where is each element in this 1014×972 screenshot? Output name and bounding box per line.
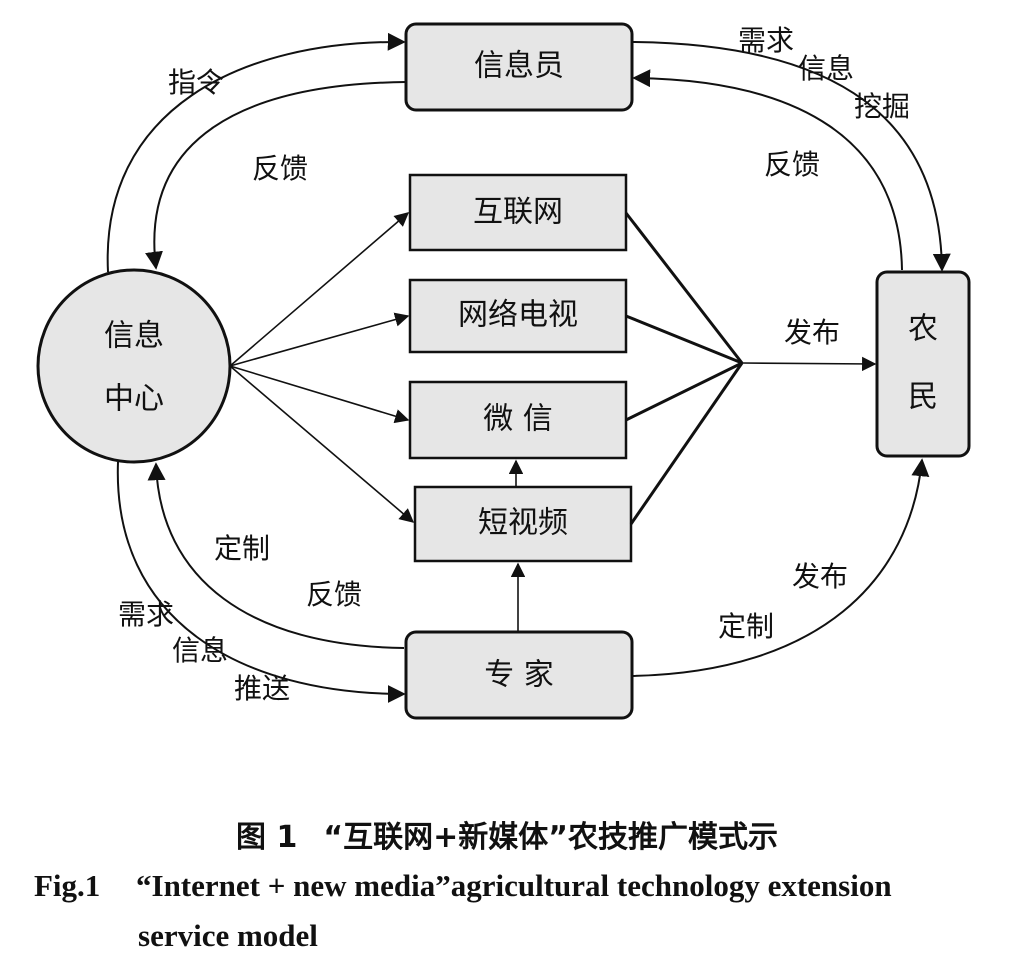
info-center-label-1: 信息 xyxy=(104,319,164,354)
label-publish-middle: 发布 xyxy=(784,316,840,349)
arrow-farmer-informant xyxy=(632,69,903,271)
diagram-canvas: 信息 中心 信息员 互联网 网络电视 微 信 短视频 专 家 农 民 xyxy=(36,22,971,720)
label-push-1: 需求 xyxy=(118,598,174,631)
network-tv-label: 网络电视 xyxy=(458,298,578,333)
label-push-3: 推送 xyxy=(234,672,290,705)
label-feedback-left-top: 反馈 xyxy=(252,152,308,185)
short-video-node: 短视频 xyxy=(413,485,633,563)
media-converge-lines xyxy=(624,212,877,525)
label-feedback-right-top: 反馈 xyxy=(764,148,820,181)
arrow-expert-center xyxy=(147,462,405,649)
arrow-informant-farmer xyxy=(631,41,951,272)
info-center-node: 信息 中心 xyxy=(36,268,232,464)
label-need-2: 信息 xyxy=(798,52,854,85)
short-video-label: 短视频 xyxy=(478,506,568,541)
arrow-center-internet xyxy=(229,212,410,367)
label-publish-bottom: 发布 xyxy=(792,560,848,593)
arrow-publish-farmer xyxy=(741,356,877,372)
farmer-node: 农 民 xyxy=(875,270,971,458)
caption-en-line1: “Internet + new media”agricultural techn… xyxy=(136,868,892,903)
arrow-informant-center xyxy=(145,81,407,270)
farmer-label-2: 民 xyxy=(908,380,938,415)
caption-chinese: 图 1 “互联网+新媒体”农技推广模式示 xyxy=(0,812,1014,856)
informant-node: 信息员 xyxy=(404,22,634,112)
farmer-label-1: 农 xyxy=(908,312,938,347)
expert-label: 专 家 xyxy=(484,658,554,693)
label-customize-bottom: 定制 xyxy=(718,610,774,643)
caption-en-number: Fig.1 xyxy=(34,868,101,903)
arrow-center-tv xyxy=(229,312,410,367)
expert-node: 专 家 xyxy=(404,630,634,720)
caption-cn-number: 图 1 xyxy=(236,820,298,855)
arrow-expert-farmer xyxy=(631,458,930,677)
arrow-center-informant xyxy=(106,32,406,273)
label-customize-left: 定制 xyxy=(214,532,270,565)
label-feedback-left-bottom: 反馈 xyxy=(306,578,362,611)
label-command: 指令 xyxy=(168,66,224,99)
informant-label: 信息员 xyxy=(474,49,564,84)
wechat-node: 微 信 xyxy=(408,380,628,460)
internet-label: 互联网 xyxy=(473,195,563,230)
caption-cn-title: “互联网+新媒体”农技推广模式示 xyxy=(323,820,778,855)
center-to-media-arrows xyxy=(229,212,415,523)
arrow-center-expert xyxy=(116,461,406,703)
label-push-2: 信息 xyxy=(172,634,228,667)
label-need-1: 需求 xyxy=(738,24,794,57)
caption-english: Fig.1 “Internet + new media”agricultural … xyxy=(34,868,974,954)
caption-en-line2: service model xyxy=(138,918,318,953)
info-center-label-2: 中心 xyxy=(104,382,164,417)
arrow-center-wechat xyxy=(229,365,410,424)
wechat-label: 微 信 xyxy=(483,402,553,437)
label-need-3: 挖掘 xyxy=(854,90,910,123)
arrow-center-video xyxy=(229,365,415,523)
internet-node: 互联网 xyxy=(408,173,628,252)
network-tv-node: 网络电视 xyxy=(408,278,628,354)
